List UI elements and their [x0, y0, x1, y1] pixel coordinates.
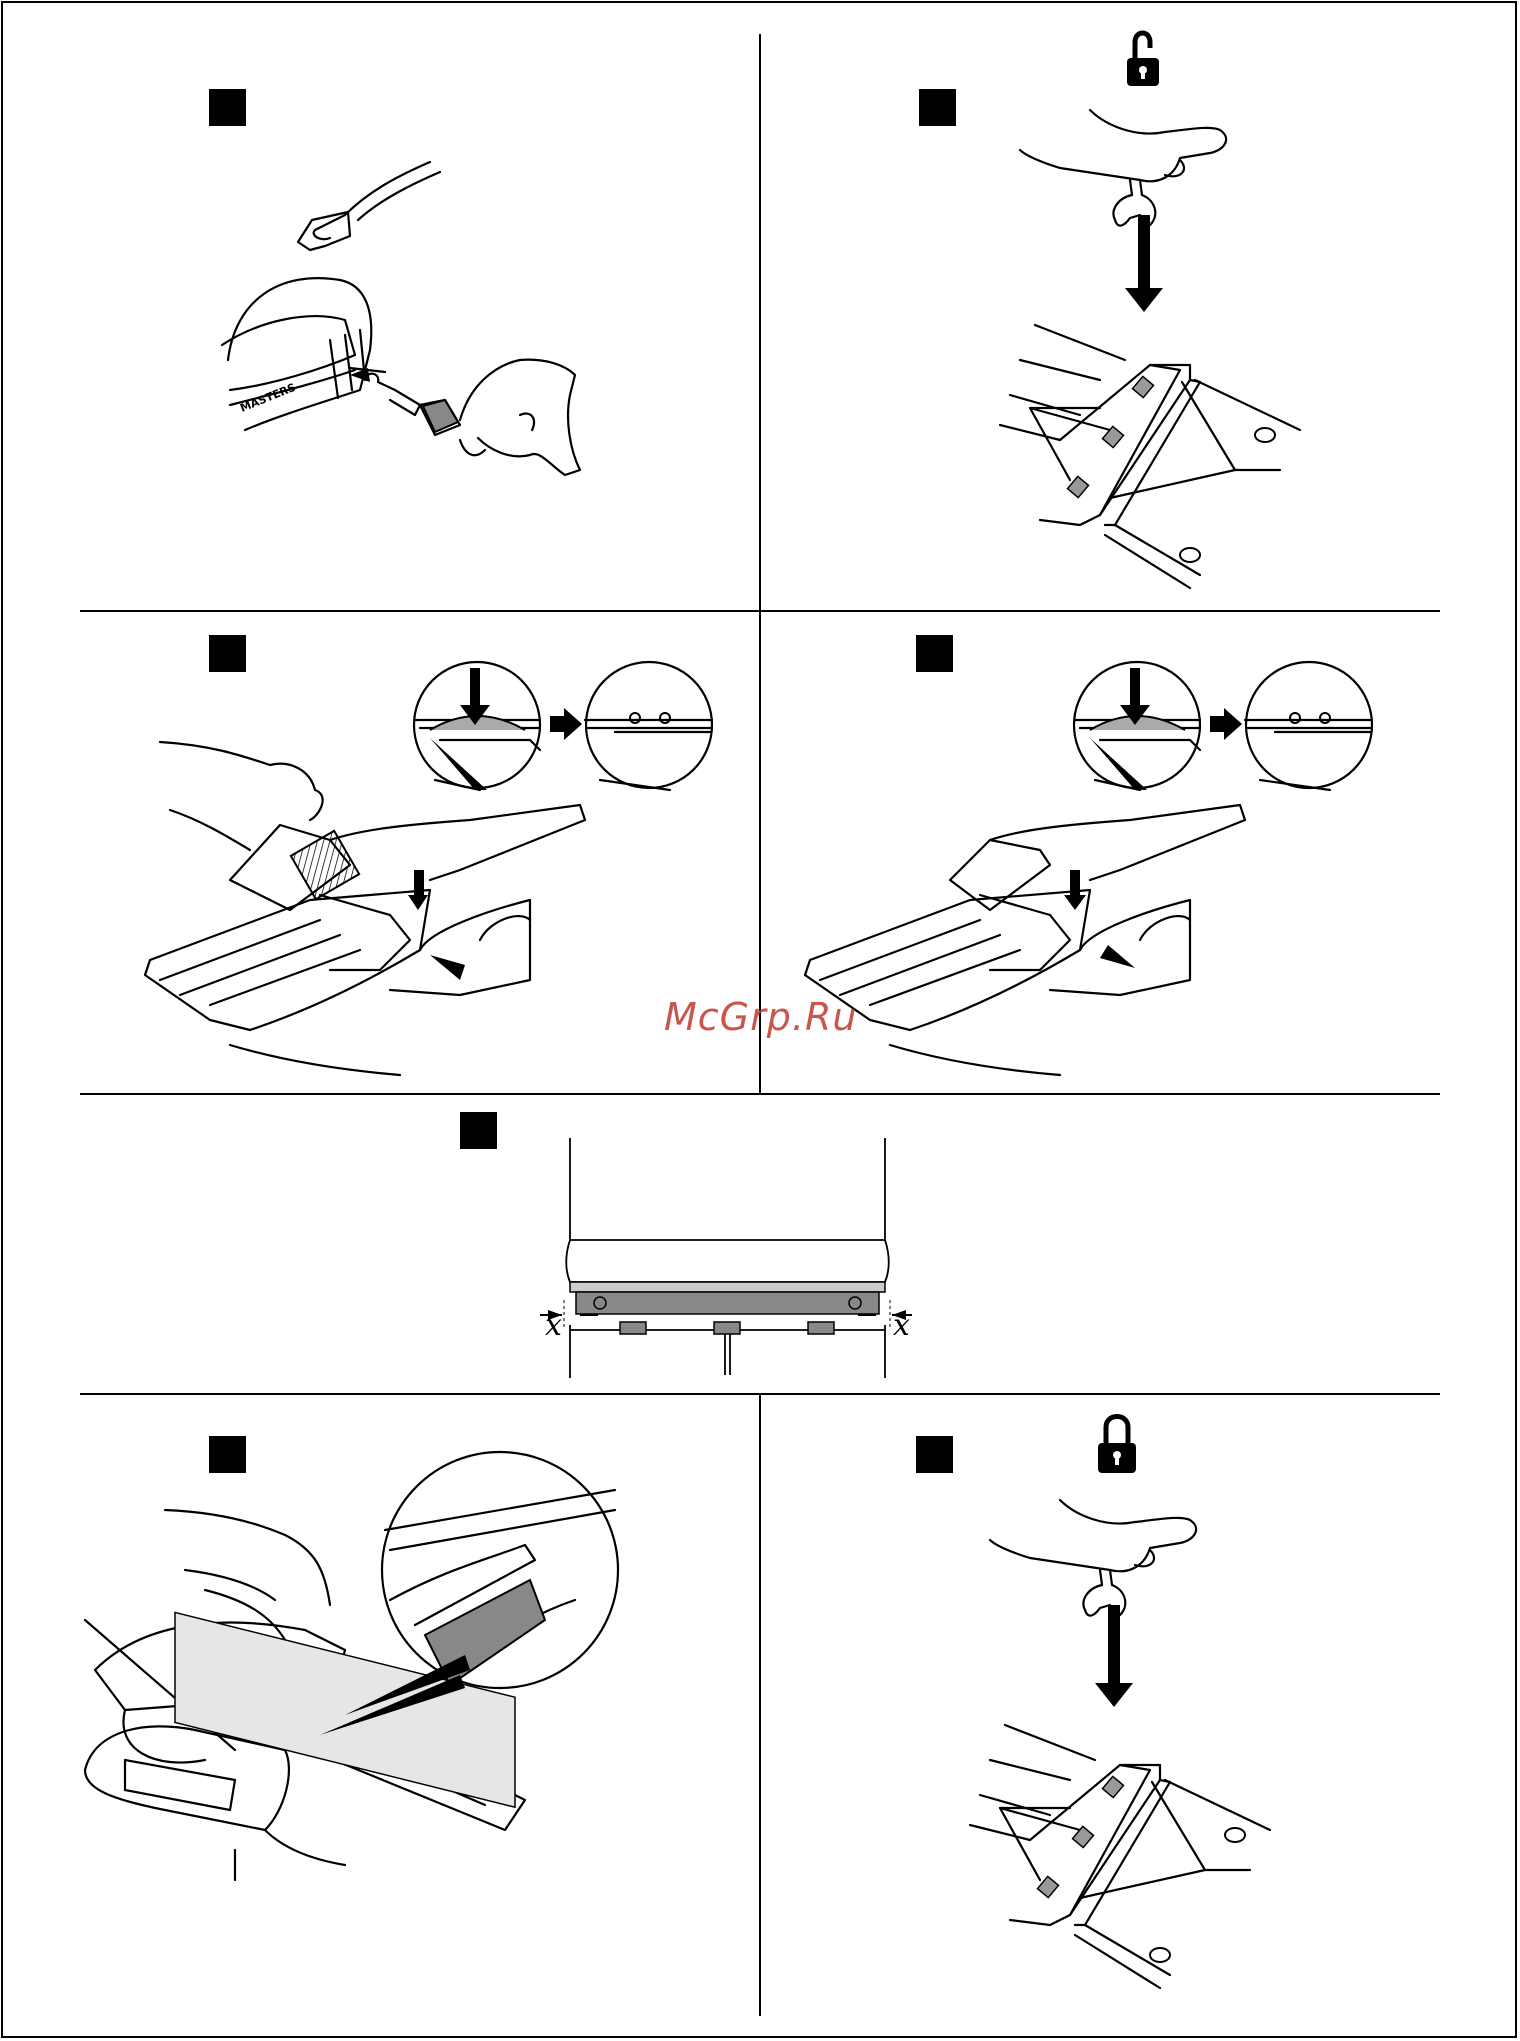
clearance-label-left: x: [545, 1308, 562, 1343]
watermark: McGrp.Ru: [664, 995, 857, 1039]
panel-4-illustration: [790, 650, 1390, 1080]
divider-vertical-top: [759, 34, 761, 1093]
unlocked-padlock-icon: [1127, 33, 1159, 86]
divider-vertical-bottom: [759, 1394, 761, 2016]
panel-6-illustration: [85, 1450, 665, 1900]
panel-2-illustration: [920, 20, 1320, 600]
step-marker-1: [209, 89, 246, 126]
panel-5-clearance-diagram: [540, 1130, 910, 1380]
clearance-label-right: x: [893, 1308, 910, 1343]
panel-1-illustration: MASTERS: [220, 150, 600, 490]
step-marker-5: [460, 1112, 497, 1149]
panel-3-illustration: [130, 650, 730, 1080]
divider-row-1: [80, 610, 1440, 612]
brand-label: MASTERS: [238, 381, 297, 415]
divider-row-2: [80, 1093, 1440, 1095]
panel-7-illustration: [890, 1405, 1290, 2005]
divider-row-3: [80, 1393, 1440, 1395]
locked-padlock-icon: [1098, 1417, 1136, 1474]
